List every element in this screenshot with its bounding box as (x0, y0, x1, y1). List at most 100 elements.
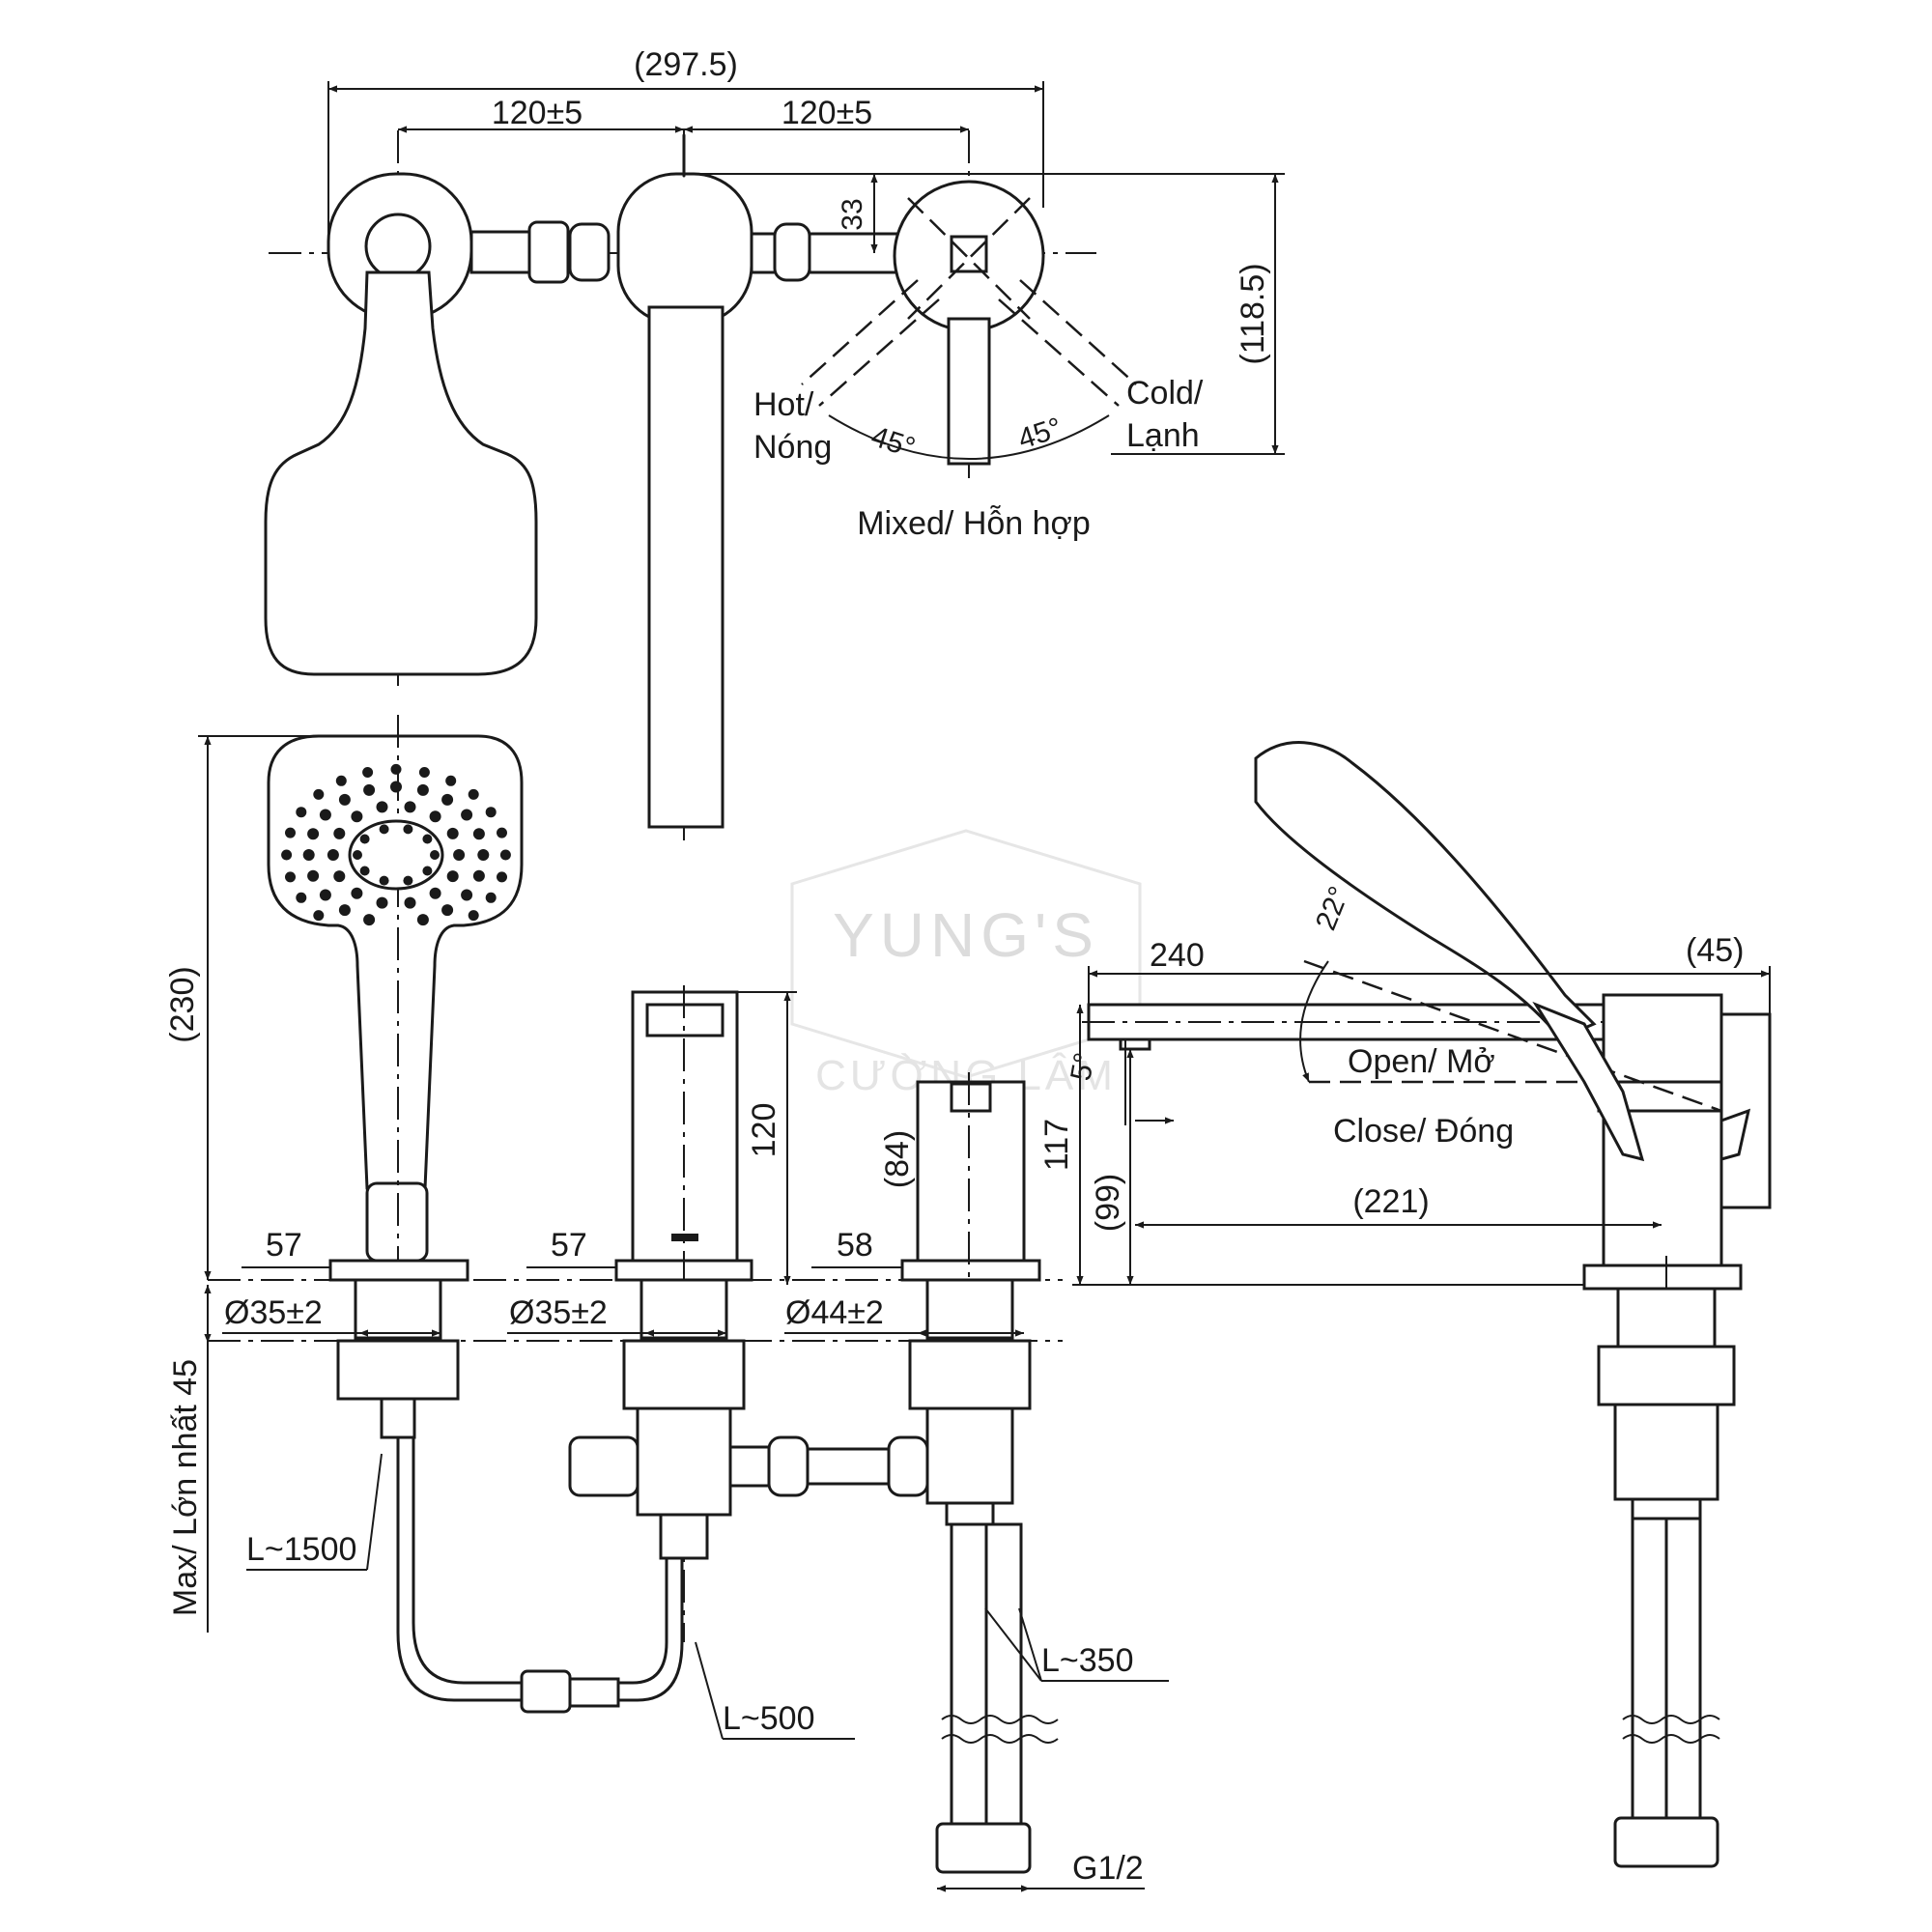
spray-hole (338, 793, 351, 806)
diverter-body (636, 1406, 732, 1517)
spray-hole (404, 801, 416, 813)
lever-cold-edge-1 (998, 298, 1120, 407)
hose-short-text: L~500 (723, 1700, 815, 1737)
top-view: (297.5) 120±5 120±5 33 (118.5) Hot/ Nóng… (264, 46, 1285, 840)
spray-hole (485, 807, 497, 818)
side-holder-tab (1719, 1108, 1751, 1161)
supply-nut (935, 1822, 1032, 1874)
hose-long-inner (412, 1435, 524, 1685)
base-plate-3 (900, 1259, 1041, 1282)
hose-long-leader (366, 1453, 383, 1571)
spray-hole (403, 875, 413, 886)
watermark-line1: YUNG'S (833, 900, 1099, 970)
spout-body-top (616, 172, 753, 326)
dim-left-text: 120±5 (492, 95, 582, 131)
side-break-2 (1622, 1734, 1720, 1744)
spray-hole (351, 887, 363, 899)
side-break-1 (1622, 1715, 1720, 1724)
spray-hole (379, 875, 389, 886)
dim-spout-height-text: 120 (746, 1103, 782, 1158)
handle-diag-1 (907, 197, 1031, 320)
shower-holder-ring (364, 213, 432, 280)
handle-cap-front (950, 1082, 992, 1113)
dim-hole2-text: Ø35±2 (509, 1294, 608, 1331)
shank-2 (639, 1278, 728, 1340)
diverter-pipe-right (728, 1445, 771, 1488)
spray-hole (430, 850, 440, 860)
diverter-nut-left (568, 1435, 639, 1497)
spray-hole (441, 793, 454, 806)
spray-hole (446, 827, 459, 839)
spray-hole (307, 869, 320, 882)
spray-hole (477, 849, 490, 861)
shank-1 (354, 1278, 442, 1340)
angle-left-text: 45° (867, 420, 919, 464)
side-shank (1616, 1287, 1717, 1349)
lever-hot-edge-2 (801, 279, 919, 385)
side-hose-1 (1631, 1517, 1668, 1820)
hose-long-outer (396, 1435, 524, 1702)
cartridge-body (925, 1406, 1014, 1505)
hose-coupling (568, 1677, 620, 1708)
angle-arc (828, 414, 1110, 460)
spray-hole (445, 775, 457, 786)
side-view: 240 (45) 22° Open/ Mở Close/ Đóng 5° 117… (1038, 741, 1772, 1868)
spray-hole (461, 809, 473, 821)
thread-text: G1/2 (1072, 1850, 1144, 1887)
shower-spray-ring (348, 819, 444, 891)
supply-leader-1 (984, 1607, 1042, 1682)
hose-nut-1 (520, 1669, 572, 1714)
spray-holes (281, 763, 511, 926)
diverter-outlet (659, 1513, 709, 1560)
dim-hole3-text: Ø44±2 (785, 1294, 884, 1331)
handle-diag-2 (907, 197, 1031, 320)
spray-hole (404, 896, 416, 909)
connector-pipe-2 (750, 232, 779, 274)
dim-side-length-text: 240 (1150, 937, 1205, 974)
spray-hole (472, 869, 485, 882)
connector-nut-1 (527, 220, 570, 284)
side-hose-2 (1664, 1517, 1702, 1820)
hand-shower-top (264, 270, 538, 676)
mixer-handle-cap (950, 235, 988, 273)
cold-label-1: Cold/ (1126, 375, 1204, 412)
side-hand-shower (1254, 741, 1597, 1040)
dim-base2-text: 57 (551, 1227, 587, 1264)
supply-hose-left (950, 1522, 988, 1826)
open-label: Open/ Mở (1348, 1043, 1495, 1080)
spray-hole (359, 866, 370, 876)
spray-hole (362, 767, 374, 778)
dim-33-text: 33 (837, 198, 868, 230)
spray-hole (485, 892, 497, 903)
spray-hole (472, 828, 485, 840)
dim-base3-text: 58 (837, 1227, 873, 1264)
spray-hole (416, 914, 429, 926)
spray-hole (281, 849, 293, 861)
lever-hot-edge-1 (818, 298, 940, 407)
hose-short-leader (695, 1641, 724, 1740)
spray-hole (327, 849, 339, 861)
spray-hole (359, 834, 370, 844)
spray-hole (497, 871, 507, 883)
shank-3 (925, 1278, 1014, 1340)
side-nut (1597, 1345, 1736, 1406)
spray-hole (403, 824, 413, 835)
supply-hose-right (984, 1522, 1023, 1826)
hose-supply-text: L~350 (1041, 1642, 1134, 1679)
diverter-nut-right (767, 1435, 810, 1497)
spray-hole (429, 810, 441, 823)
spray-hole (319, 889, 331, 901)
spray-hole (353, 850, 362, 860)
spray-hole (418, 767, 430, 778)
side-supply-nut (1613, 1816, 1719, 1868)
spray-hole (446, 870, 459, 883)
angle-right-text: 45° (1014, 412, 1065, 455)
spout-logo (671, 1234, 698, 1241)
connector-nut-2 (568, 222, 611, 282)
spray-hole (441, 904, 454, 917)
base-plate-1 (328, 1259, 469, 1282)
spray-hole (390, 763, 402, 775)
dim-base1-text: 57 (266, 1227, 302, 1264)
spray-hole (285, 827, 296, 838)
spray-hole (319, 809, 331, 821)
